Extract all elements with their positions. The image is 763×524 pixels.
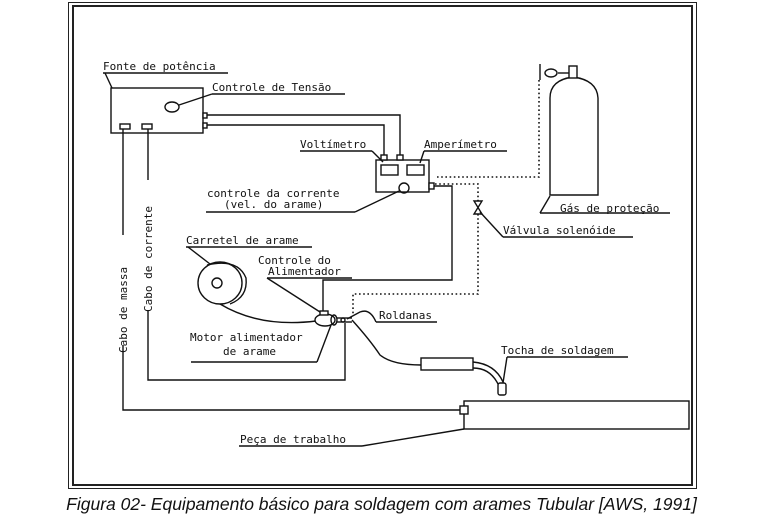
gas-cylinder: [539, 64, 599, 196]
solenoid-valve: [472, 200, 484, 215]
label-amperimetro: Amperímetro: [424, 138, 497, 151]
welding-torch: [420, 357, 507, 396]
label-valvula: Válvula solenóide: [503, 224, 616, 237]
figure-frame-outer: [68, 2, 697, 489]
power-source: [110, 87, 208, 134]
label-motor-2: de arame: [223, 345, 276, 358]
meter-box: [375, 154, 435, 194]
label-controle-alim-2: Alimentador: [268, 265, 341, 278]
workpiece: [459, 400, 690, 430]
wire-spool: [197, 261, 317, 324]
label-cabo-corrente: Cabo de corrente: [142, 206, 155, 312]
figure-frame-inner: [72, 5, 693, 486]
label-controle-corrente-1: controle da corrente: [207, 187, 339, 200]
label-roldanas: Roldanas: [379, 309, 432, 322]
label-cabo-massa: Cabo de massa: [117, 267, 130, 353]
label-controle-alim-1: Controle do: [258, 254, 331, 267]
label-carretel: Carretel de arame: [186, 234, 299, 247]
label-controle-tensao: Controle de Tensão: [212, 81, 331, 94]
label-motor-1: Motor alimentador: [190, 331, 303, 344]
label-voltimetro: Voltímetro: [300, 138, 366, 151]
label-gas: Gás de proteção: [560, 202, 659, 215]
label-controle-corrente-2: (vel. do arame): [224, 198, 323, 211]
label-tocha: Tocha de soldagem: [501, 344, 614, 357]
label-fonte: Fonte de potência: [103, 60, 216, 73]
figure-caption: Figura 02- Equipamento básico para solda…: [66, 494, 697, 514]
feeder-motor: [314, 310, 352, 327]
label-peca: Peça de trabalho: [240, 433, 346, 446]
